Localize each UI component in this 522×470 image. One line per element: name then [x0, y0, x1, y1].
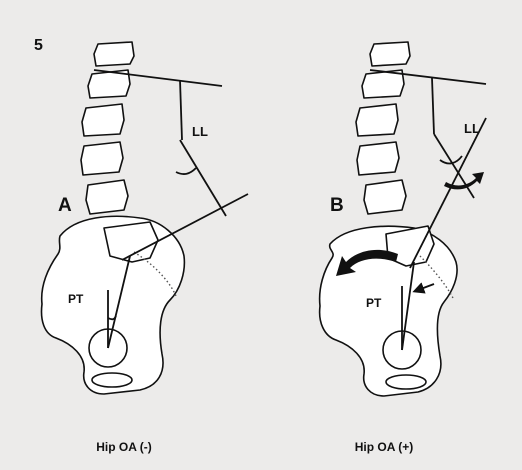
ll-lower-line-b — [410, 118, 486, 268]
caption-b: Hip OA (+) — [355, 440, 414, 454]
vertebra-b-5 — [364, 180, 406, 214]
lumbar-spine-a — [81, 42, 134, 214]
figure-number: 5 — [34, 37, 43, 54]
caption-a: Hip OA (-) — [96, 440, 152, 454]
vertebra-a-3 — [82, 104, 124, 136]
ll-label-b: LL — [464, 121, 480, 136]
panel-a: LL PT A Hip OA (-) — [42, 42, 248, 454]
vertebra-b-1 — [370, 42, 410, 66]
vertebra-a-5 — [86, 180, 128, 214]
pt-label-a: PT — [68, 292, 84, 306]
ll-vertical-a — [180, 80, 182, 140]
panel-letter-a: A — [58, 195, 72, 216]
ll-oblique-a — [180, 140, 226, 216]
vertebra-b-3 — [356, 104, 398, 136]
vertebra-a-1 — [94, 42, 134, 66]
ll-label-a: LL — [192, 124, 208, 139]
panel-letter-b: B — [330, 195, 344, 216]
vertebra-a-4 — [81, 142, 123, 175]
lumbar-spine-b — [356, 42, 410, 214]
ll-vertical-b — [432, 78, 434, 134]
vertebra-b-4 — [357, 142, 399, 175]
panel-b: LL PT B Hip OA (+) — [320, 42, 486, 454]
pt-label-b: PT — [366, 296, 382, 310]
obturator-foramen-a — [92, 373, 132, 387]
obturator-foramen-b — [386, 375, 426, 389]
ll-angle-arc-a — [176, 168, 196, 174]
